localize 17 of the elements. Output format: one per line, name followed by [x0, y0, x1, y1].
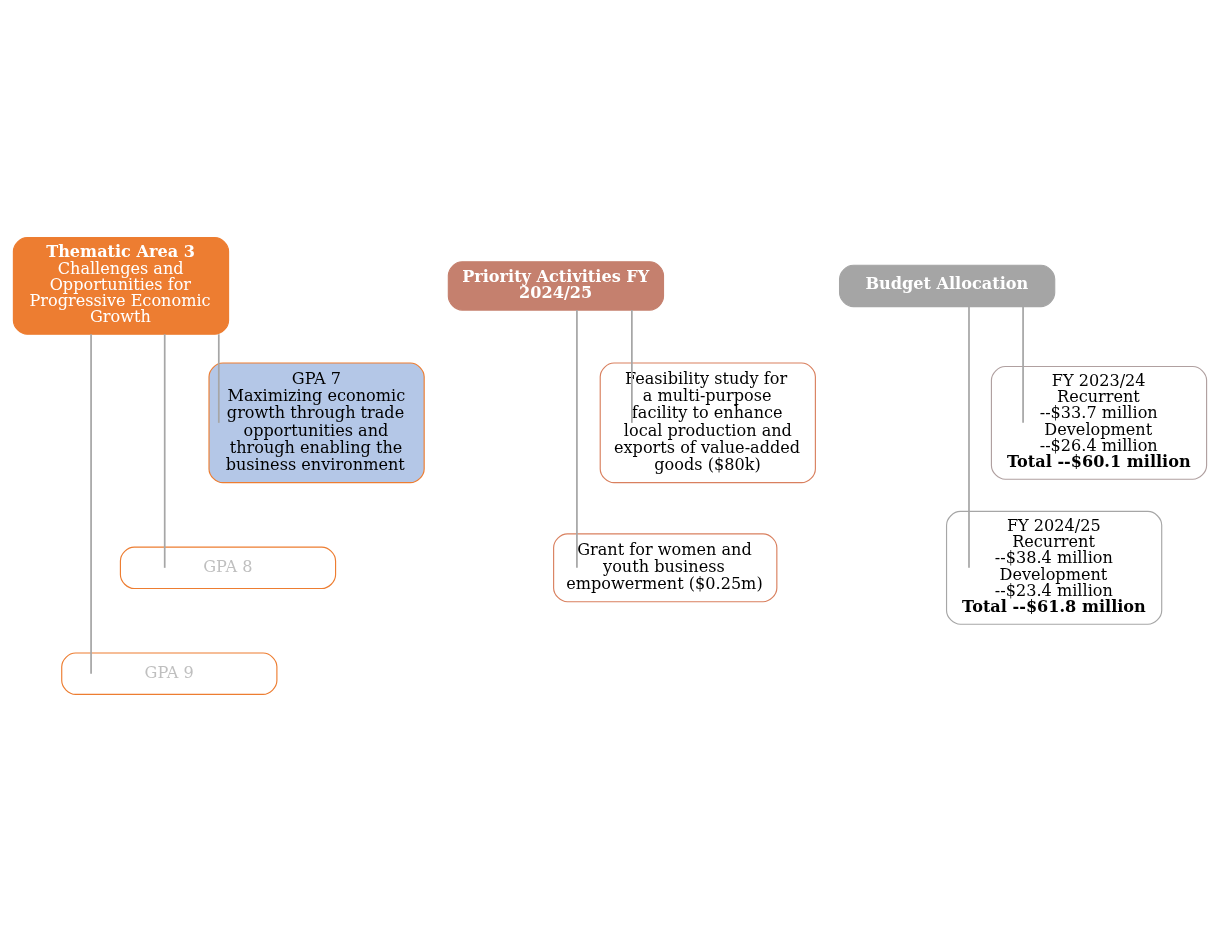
- connector: [217, 332, 220, 424]
- node-box: GPA 9: [61, 651, 278, 695]
- node-box: GPA 7 Maximizing economic growth through trade opportunities and through enabling the business environment: [208, 361, 425, 483]
- node-box: Budget Allocation: [838, 264, 1056, 307]
- connector: [576, 308, 578, 569]
- connector: [163, 332, 166, 569]
- node-box: Feasibility study for a multi-purpose facility to enhance local production and exports of value-added goods ($80k): [599, 361, 816, 483]
- connector: [1022, 305, 1024, 424]
- connector: [631, 308, 633, 424]
- node-box: FY 2023/24 Recurrent --$33.7 million Development --$26.4 million Total --$60.1 million: [990, 365, 1208, 480]
- node-box: Grant for women and youth business empowerment ($0.25m): [553, 532, 778, 602]
- node-box: FY 2024/25 Recurrent --$38.4 million Development --$23.4 million Total --$61.8 million: [946, 510, 1163, 625]
- connector: [90, 332, 92, 675]
- node-box: Thematic Area 3 Challenges and Opportunities for Progressive Economic Growth: [12, 236, 230, 335]
- node-box: GPA 8: [119, 546, 337, 589]
- node-box: Priority Activities FY 2024/25: [447, 260, 665, 311]
- connector: [968, 305, 970, 569]
